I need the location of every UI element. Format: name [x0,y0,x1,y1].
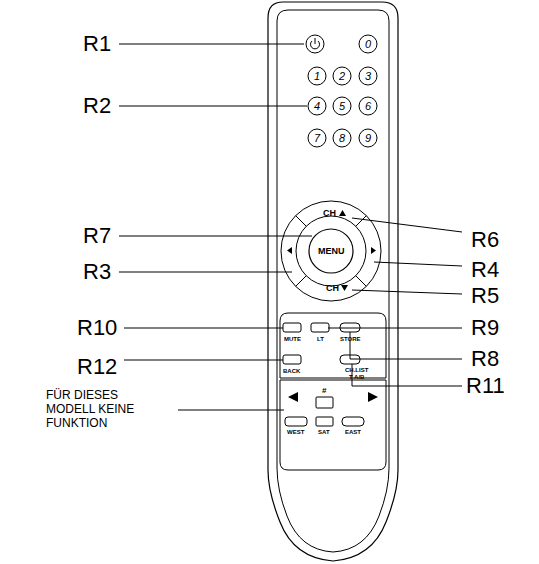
direction-pad [281,201,381,301]
leader-lines [119,44,462,410]
callout-number: R12 [77,356,117,378]
button-label: CH [323,209,336,218]
button-label: 8 [339,133,345,144]
button-label: # [322,387,326,395]
callout-number: R9 [471,317,499,339]
remote-body [268,2,398,561]
button-label: 3 [365,71,371,82]
button-label: 4 [314,101,320,112]
digit-buttons [306,35,377,147]
button-label: 5 [339,101,345,112]
callout-number: R8 [471,348,499,370]
button-label: 1 [314,71,320,82]
callout-number: R6 [471,229,499,251]
button-label: EAST [345,429,361,435]
function-panel [280,313,386,378]
callout-number: R4 [471,259,499,281]
callout-number: R11 [466,375,505,397]
button-label: 9 [365,133,371,144]
button-label: 7 [314,133,320,144]
callout-number: R5 [471,285,499,307]
button-label: CH [326,284,339,293]
button-label: LT [317,336,324,342]
button-label: 0 [365,39,371,50]
note-text: FÜR DIESES MODELL KEINE FUNKTION [46,388,150,430]
button-label: SAT [318,429,330,435]
callout-number: R3 [83,261,111,283]
callout-number: R2 [83,95,111,117]
button-label: MUTE [284,336,301,342]
callout-number: R10 [77,317,117,339]
small-buttons [283,323,364,426]
button-label: 6 [365,101,371,112]
arrow-symbols [287,210,378,402]
power-symbol [311,38,320,49]
button-label: BACK [283,368,300,374]
callout-number: R7 [83,225,111,247]
button-label: 2 [339,71,345,82]
button-label: STORE [340,336,361,342]
button-label: WEST [287,429,304,435]
satellite-panel [280,380,386,470]
callout-number: R1 [83,33,111,55]
button-label: T A/B [349,374,364,380]
button-label: MENU [318,247,345,256]
button-label: CH.LIST [345,367,368,373]
remote-inner-rim [277,10,389,552]
